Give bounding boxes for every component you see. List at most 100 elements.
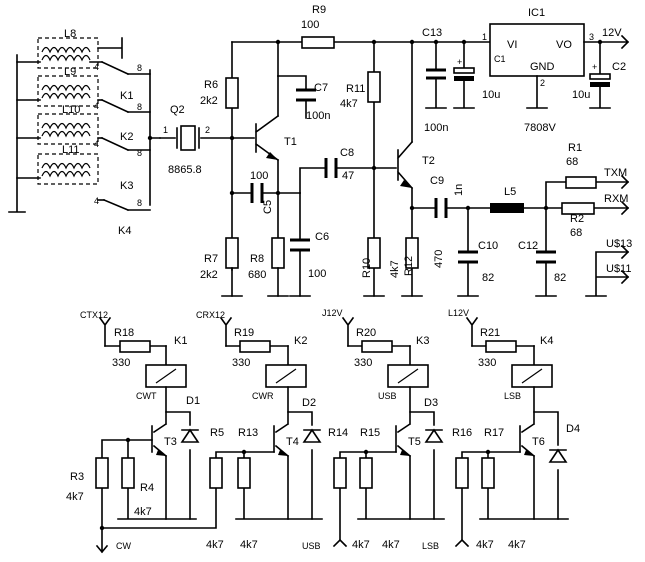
buffer-section: R11 4k7 R10 4k7 T2 R12 470 C9 1n	[340, 39, 491, 297]
c7-ref: C7	[314, 82, 328, 94]
contact-k4-label: K4	[118, 225, 131, 237]
u13-label: U$13	[606, 238, 632, 250]
r3-value: 4k7	[66, 491, 84, 503]
r6-value: 2k2	[200, 95, 218, 107]
contact-k2-label: K2	[120, 131, 133, 143]
r4-value: 4k7	[134, 506, 152, 518]
r10-value: 4k7	[389, 260, 401, 278]
r20-ref: R20	[356, 327, 376, 339]
t5-ref: T5	[408, 436, 421, 448]
filter-l10-label: L10	[62, 104, 80, 116]
k1-input: CW	[116, 541, 131, 551]
r15-ref: R15	[360, 427, 380, 439]
r7-value: 2k2	[200, 269, 218, 281]
r5-value: 4k7	[206, 539, 224, 551]
crystal-ref: Q2	[170, 104, 185, 116]
c6-value: 100	[308, 268, 326, 280]
r14-value: 4k7	[352, 539, 370, 551]
r7-ref: R7	[204, 253, 218, 265]
k2-relay-ref: K2	[294, 335, 307, 347]
v12-label: 12V	[602, 27, 622, 39]
k4-coil-label: LSB	[504, 391, 521, 401]
r11-value: 4k7	[340, 98, 358, 110]
ic-pin2: 2	[540, 78, 545, 88]
c5-ref: C5	[262, 200, 274, 214]
r19-value: 330	[232, 357, 250, 369]
k4-relay-ref: K4	[540, 335, 553, 347]
r18-value: 330	[112, 357, 130, 369]
r21-value: 330	[478, 357, 496, 369]
u11-label: U$11	[606, 263, 631, 275]
c6-ref: C6	[315, 231, 329, 243]
t6-ref: T6	[532, 436, 545, 448]
r1-ref: R1	[568, 142, 582, 154]
c2-value: 10u	[572, 89, 590, 101]
contact-pin8-c: 8	[137, 148, 142, 158]
c13b-value: 10u	[482, 89, 500, 101]
r10-ref: R10	[361, 258, 373, 278]
rxm-label: RXM	[604, 193, 628, 205]
ic-vo: VO	[556, 39, 572, 51]
r11-ref: R11	[346, 83, 365, 95]
k3-input: USB	[302, 541, 321, 551]
t4-ref: T4	[286, 436, 299, 448]
svg-text:+: +	[592, 62, 597, 72]
k3-coil-label: USB	[378, 391, 397, 401]
contact-k3-label: K3	[120, 180, 133, 192]
regulator-section: C13 100n + 10u IC1 VI VO GND C1 1 3 2 78…	[422, 7, 630, 134]
k1-relay-ref: K1	[174, 335, 187, 347]
r14-ref: R14	[328, 427, 348, 439]
filter-l11-pin4: 4	[94, 196, 99, 206]
d3-ref: D3	[424, 397, 438, 409]
filter-l8-label: L8	[64, 28, 76, 40]
oscillator-section: R9 100 R6 2k2 T1 C7 100n 100 C5 C6 100	[200, 4, 491, 297]
filter-l9-label: L9	[64, 66, 76, 78]
r20-value: 330	[354, 357, 372, 369]
c2-ref: C2	[612, 61, 626, 73]
r16-value: 4k7	[476, 539, 494, 551]
r9-ref: R9	[312, 4, 326, 16]
c7-value: 100n	[306, 110, 330, 122]
c13a-value: 100n	[424, 122, 448, 134]
r17-ref: R17	[484, 427, 504, 439]
svg-text:+: +	[457, 57, 462, 67]
r13-ref: R13	[238, 427, 258, 439]
t2-ref: T2	[422, 155, 435, 167]
filter-l10-pin4: 4	[94, 139, 99, 149]
r16-ref: R16	[452, 427, 472, 439]
r8-ref: R8	[250, 253, 264, 265]
r17-value: 4k7	[508, 539, 526, 551]
r1-value: 68	[566, 156, 578, 168]
k1-rail: CTX12	[80, 310, 108, 320]
contact-pin8-a: 8	[137, 63, 142, 73]
k2-coil-label: CWR	[252, 391, 274, 401]
ic-c1: C1	[494, 54, 506, 64]
filter-l8: L8 4	[37, 28, 123, 72]
crystal-value: 8865.8	[168, 164, 202, 176]
r12-ref: R12	[403, 256, 415, 276]
ic-gnd: GND	[530, 61, 555, 73]
r8-value: 680	[248, 269, 266, 281]
r21-ref: R21	[480, 327, 500, 339]
contact-k1-label: K1	[120, 90, 133, 102]
ic-vi: VI	[507, 39, 517, 51]
relay-driver-k1: CTX12 R18 330 K1 CWT D1 T3 R4 4k7 R3 4k7…	[66, 310, 245, 554]
txm-label: TXM	[604, 167, 627, 179]
ic-pin3: 3	[589, 32, 594, 42]
c5-value: 100	[250, 170, 268, 182]
k3-relay-ref: K3	[416, 335, 429, 347]
r13-value: 4k7	[240, 539, 258, 551]
crystal-pin1: 1	[163, 125, 168, 135]
r5-ref: R5	[210, 427, 224, 439]
k4-input: LSB	[422, 541, 439, 551]
c8-value: 47	[342, 170, 354, 182]
t1-ref: T1	[284, 136, 297, 148]
r6-ref: R6	[204, 79, 218, 91]
r2-value: 68	[570, 227, 582, 239]
c9-ref: C9	[430, 175, 444, 187]
crystal-q2: Q2 8865.8 1 2	[159, 104, 233, 176]
l5-ref: L5	[504, 186, 516, 198]
c10-ref: C10	[478, 240, 498, 252]
relay-driver-k2: CRX12 R19 330 K2 CWR D2 T4 R13 4k7	[196, 310, 323, 551]
